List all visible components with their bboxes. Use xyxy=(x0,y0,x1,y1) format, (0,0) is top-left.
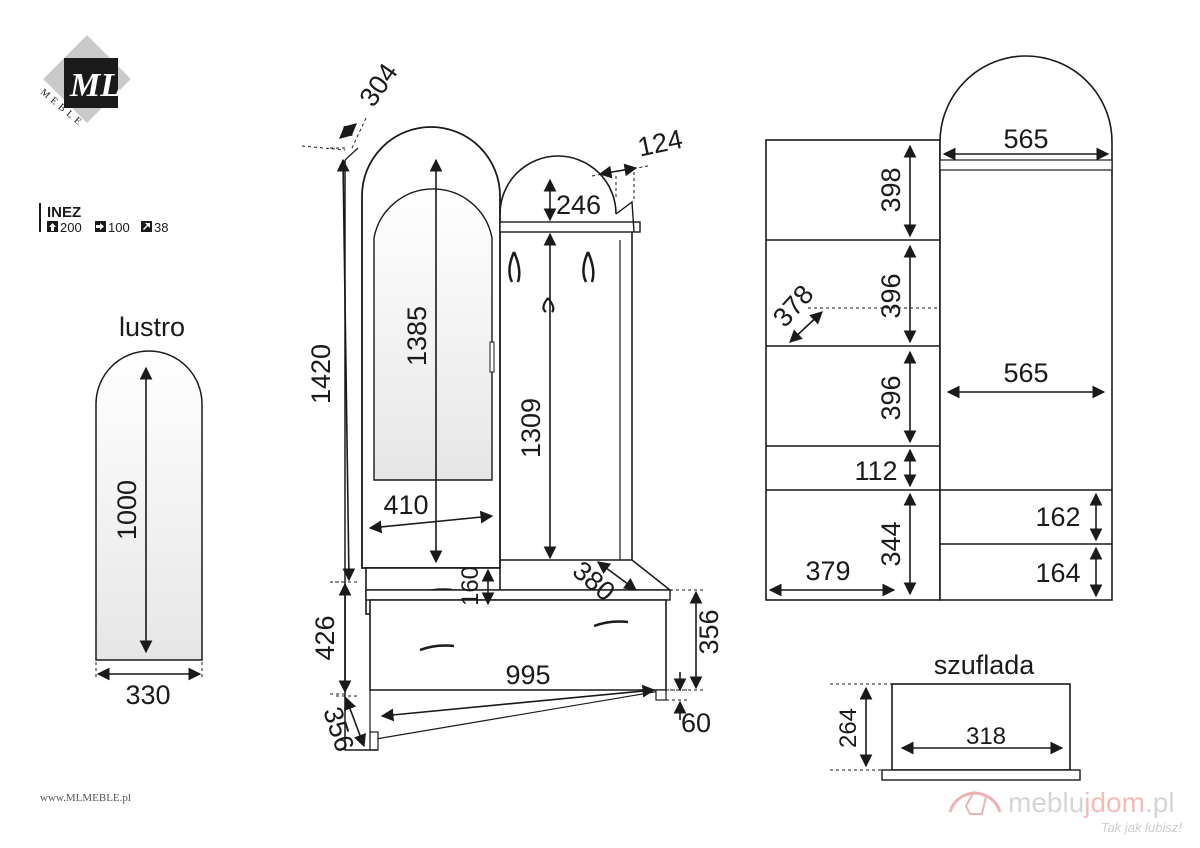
spec-width: 100 xyxy=(108,220,130,235)
website-text: www.MLMEBLE.pl xyxy=(40,792,131,804)
coat-hook-icon xyxy=(542,297,555,313)
left-compartment xyxy=(765,139,941,601)
top-height-label: 398 xyxy=(876,167,906,212)
bench-handle-icon xyxy=(419,644,455,652)
lower-height-label: 344 xyxy=(876,521,906,566)
door-width-label: 410 xyxy=(383,490,428,520)
drawer-width-value: 318 xyxy=(966,723,1006,750)
watermark-tagline: Tak jak lubisz! xyxy=(1101,820,1183,835)
inner-height-label: 1309 xyxy=(516,398,546,458)
arch-height-label: 246 xyxy=(556,190,601,220)
drawer-box xyxy=(891,683,1071,771)
hat-shelf xyxy=(499,221,641,233)
logo-square-icon xyxy=(64,58,118,108)
lower-width-label: 379 xyxy=(805,556,850,586)
brand-logo: ML MEBLE xyxy=(38,35,131,130)
drawer-height-label: 160 xyxy=(457,566,484,606)
bench-handle-icon xyxy=(593,620,629,628)
coat-hook-icon xyxy=(582,251,595,283)
bench-front-height-label: 356 xyxy=(694,609,724,654)
shelf-height-1-label: 396 xyxy=(876,273,906,318)
shelf-height-2-label: 396 xyxy=(876,375,906,420)
drawer-front-2-label: 164 xyxy=(1035,558,1080,588)
drawer-front-panel xyxy=(881,769,1081,781)
plinth-height-label: 60 xyxy=(681,708,711,738)
mirror-label: lustro xyxy=(119,312,185,342)
watermark-brand: meblujdom.pl xyxy=(1008,787,1175,818)
side-depth-label: 356 xyxy=(317,703,359,755)
drawer-height-value: 264 xyxy=(835,708,862,748)
door-handle-icon xyxy=(489,341,495,373)
drawer-front-1-label: 162 xyxy=(1035,502,1080,532)
spec-height: 200 xyxy=(60,220,82,235)
top-depth-label: 304 xyxy=(353,58,403,112)
drawer-label: szuflada xyxy=(934,650,1036,680)
door-mirror-panel xyxy=(373,188,493,481)
drawer-drawing: szuflada 264 318 xyxy=(830,650,1081,781)
watermark: meblujdom.pl Tak jak lubisz! xyxy=(948,787,1183,835)
mirror-drawing: lustro 1000 330 xyxy=(95,312,203,710)
coat-hook-icon xyxy=(508,251,521,283)
right-compartment xyxy=(939,55,1113,601)
product-name: INEZ xyxy=(47,204,81,221)
front-view-drawing: 304 124 246 1420 1385 1309 410 160 380 xyxy=(301,58,724,755)
bench-top xyxy=(365,589,671,601)
inner-width-label: 565 xyxy=(1003,358,1048,388)
spec-depth: 38 xyxy=(154,220,168,235)
logo-text: ML xyxy=(69,67,121,104)
shelf-depth-label: 124 xyxy=(635,124,685,163)
gap-height-label: 112 xyxy=(854,456,897,486)
bench-width-label: 995 xyxy=(505,660,550,690)
bench-height-label: 426 xyxy=(310,615,340,660)
chair-watermark-icon xyxy=(948,791,1002,813)
upper-width-label: 565 xyxy=(1003,124,1048,154)
section-view-drawing: 565 398 396 378 565 396 112 344 379 162 … xyxy=(765,55,1113,601)
mirror-height-label: 1000 xyxy=(112,480,142,540)
product-spec: INEZ 200 100 38 xyxy=(39,203,168,235)
total-height-label: 1420 xyxy=(306,344,336,404)
door-height-label: 1385 xyxy=(402,306,432,366)
mirror-width-label: 330 xyxy=(125,680,170,710)
